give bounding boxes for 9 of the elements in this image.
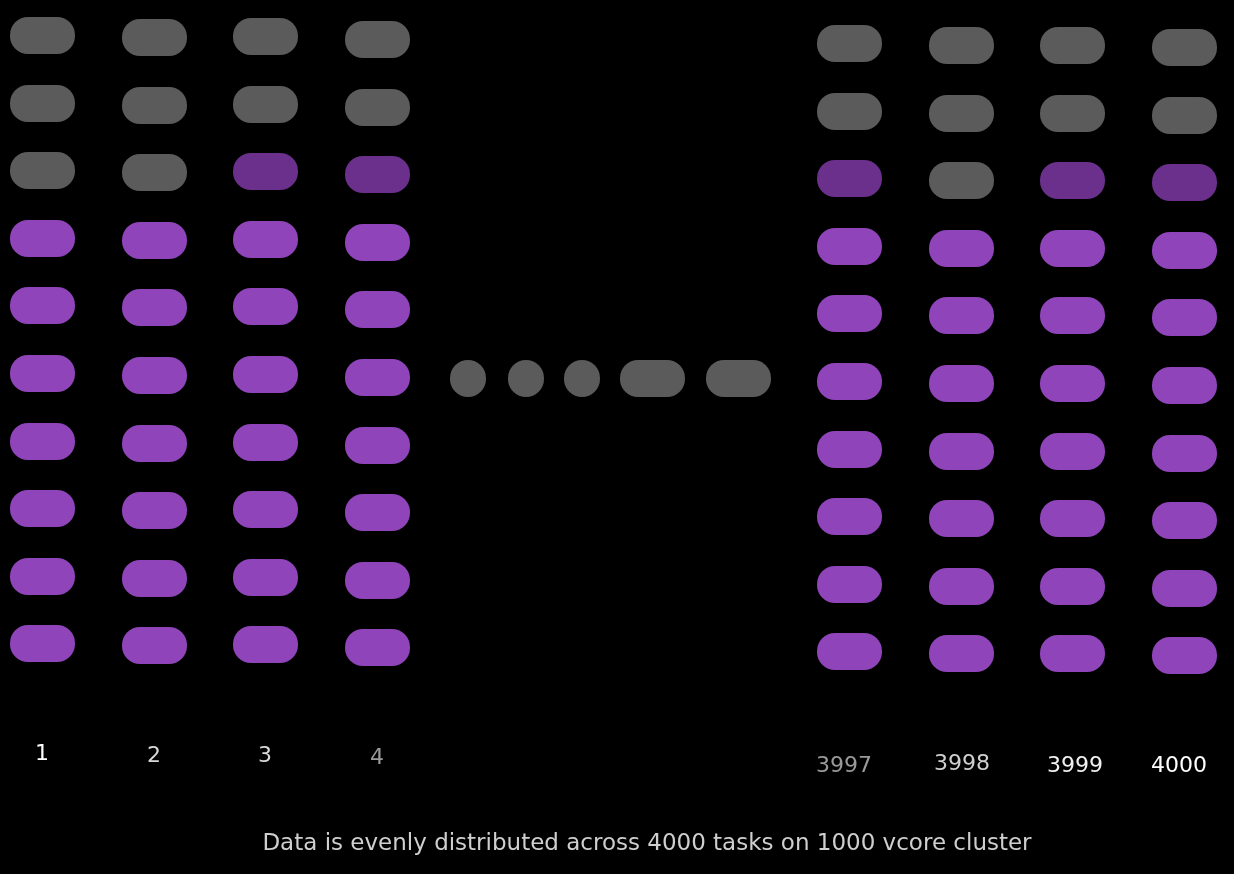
column-number: 3 [258,742,272,767]
column-number: 1 [35,740,49,765]
column-number: 3999 [1047,752,1103,777]
caption: Data is evenly distributed across 4000 tasks on 1000 vcore cluster [262,829,1032,855]
column-number: 4 [370,744,384,769]
column-number: 2 [147,742,161,767]
column-number: 3998 [934,750,990,775]
column-number: 3997 [816,752,872,777]
column-number: 4000 [1151,752,1207,777]
